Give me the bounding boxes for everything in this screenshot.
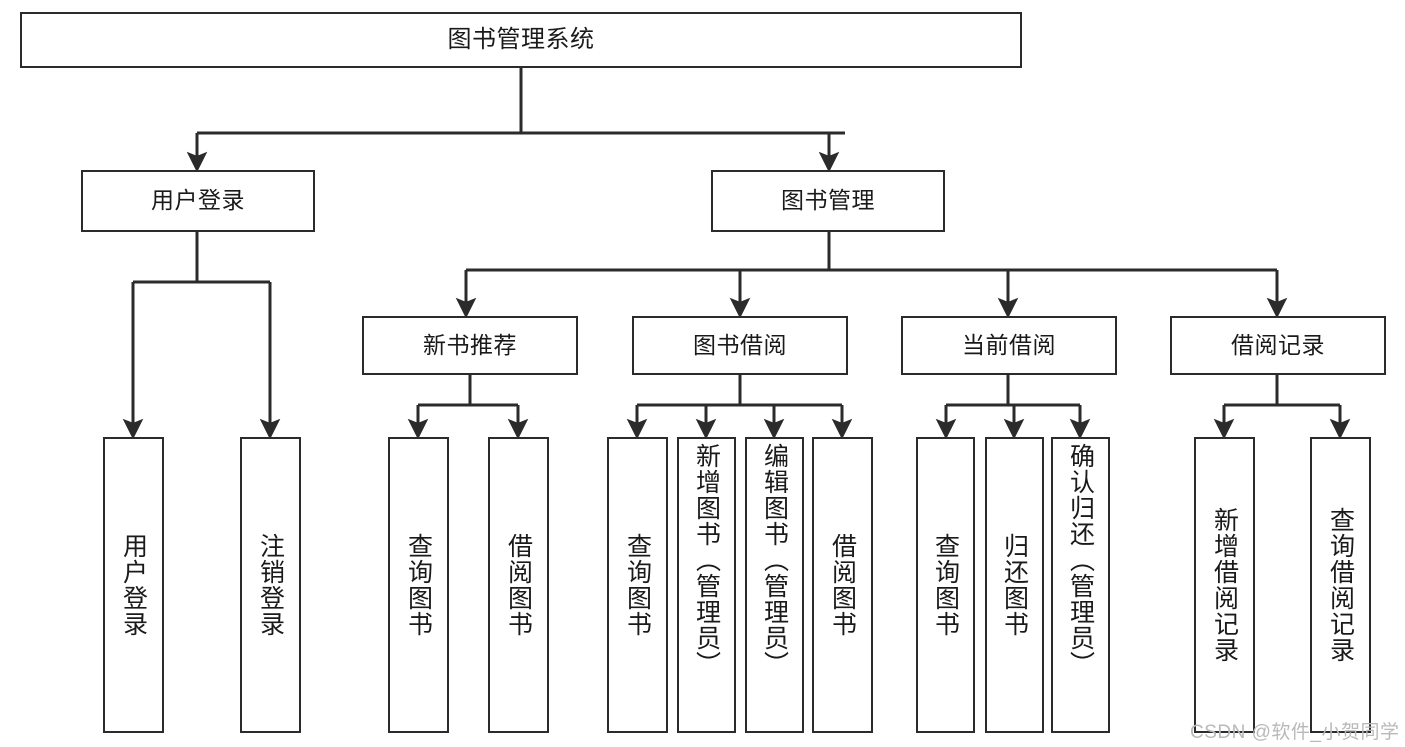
leaf-br-add-record[interactable]: 新增借阅记录 (1194, 437, 1255, 733)
node-label: 图书借阅 (693, 331, 787, 358)
node-label: 图书管理 (781, 187, 875, 214)
leaf-nb-borrow-book[interactable]: 借阅图书 (488, 437, 549, 733)
leaf-bb-borrow-book[interactable]: 借阅图书 (812, 437, 873, 733)
node-label: 新增借阅记录 (1210, 507, 1239, 663)
node-new-book-recommend[interactable]: 新书推荐 (362, 316, 578, 375)
leaf-logout[interactable]: 注销登录 (240, 437, 301, 733)
leaf-br-query-record[interactable]: 查询借阅记录 (1310, 437, 1371, 733)
node-label: 注销登录 (256, 533, 285, 637)
node-label: 新书推荐 (423, 331, 517, 358)
node-label: 当前借阅 (962, 331, 1056, 358)
node-label: 归还图书 (1000, 533, 1029, 637)
leaf-nb-query-book[interactable]: 查询图书 (388, 437, 449, 733)
node-current-borrow[interactable]: 当前借阅 (901, 316, 1117, 375)
node-label: 用户登录 (119, 533, 148, 637)
node-label: 借阅图书 (504, 533, 533, 637)
node-label: 图书管理系统 (447, 25, 595, 53)
leaf-user-login[interactable]: 用户登录 (103, 437, 164, 733)
node-label: 确认归还（管理员） (1066, 443, 1095, 677)
node-book-borrow[interactable]: 图书借阅 (632, 316, 848, 375)
node-label: 用户登录 (151, 187, 245, 214)
leaf-cb-query-book[interactable]: 查询图书 (916, 437, 975, 733)
leaf-bb-add-book-admin[interactable]: 新增图书（管理员） (677, 437, 736, 733)
node-borrow-records[interactable]: 借阅记录 (1170, 316, 1386, 375)
node-label: 借阅记录 (1231, 331, 1325, 358)
node-label: 新增图书（管理员） (692, 443, 721, 677)
leaf-bb-edit-book-admin[interactable]: 编辑图书（管理员） (745, 437, 804, 733)
node-label: 查询图书 (404, 533, 433, 637)
leaf-cb-return-book[interactable]: 归还图书 (985, 437, 1044, 733)
node-label: 查询图书 (931, 533, 960, 637)
node-label: 查询借阅记录 (1326, 507, 1355, 663)
node-label: 编辑图书（管理员） (760, 443, 789, 677)
node-label: 查询图书 (623, 533, 652, 637)
leaf-bb-query-book[interactable]: 查询图书 (607, 437, 668, 733)
node-book-management[interactable]: 图书管理 (711, 170, 945, 232)
node-root-system[interactable]: 图书管理系统 (20, 12, 1022, 68)
leaf-cb-confirm-return-admin[interactable]: 确认归还（管理员） (1051, 437, 1110, 733)
node-user-login[interactable]: 用户登录 (81, 170, 315, 232)
node-label: 借阅图书 (828, 533, 857, 637)
